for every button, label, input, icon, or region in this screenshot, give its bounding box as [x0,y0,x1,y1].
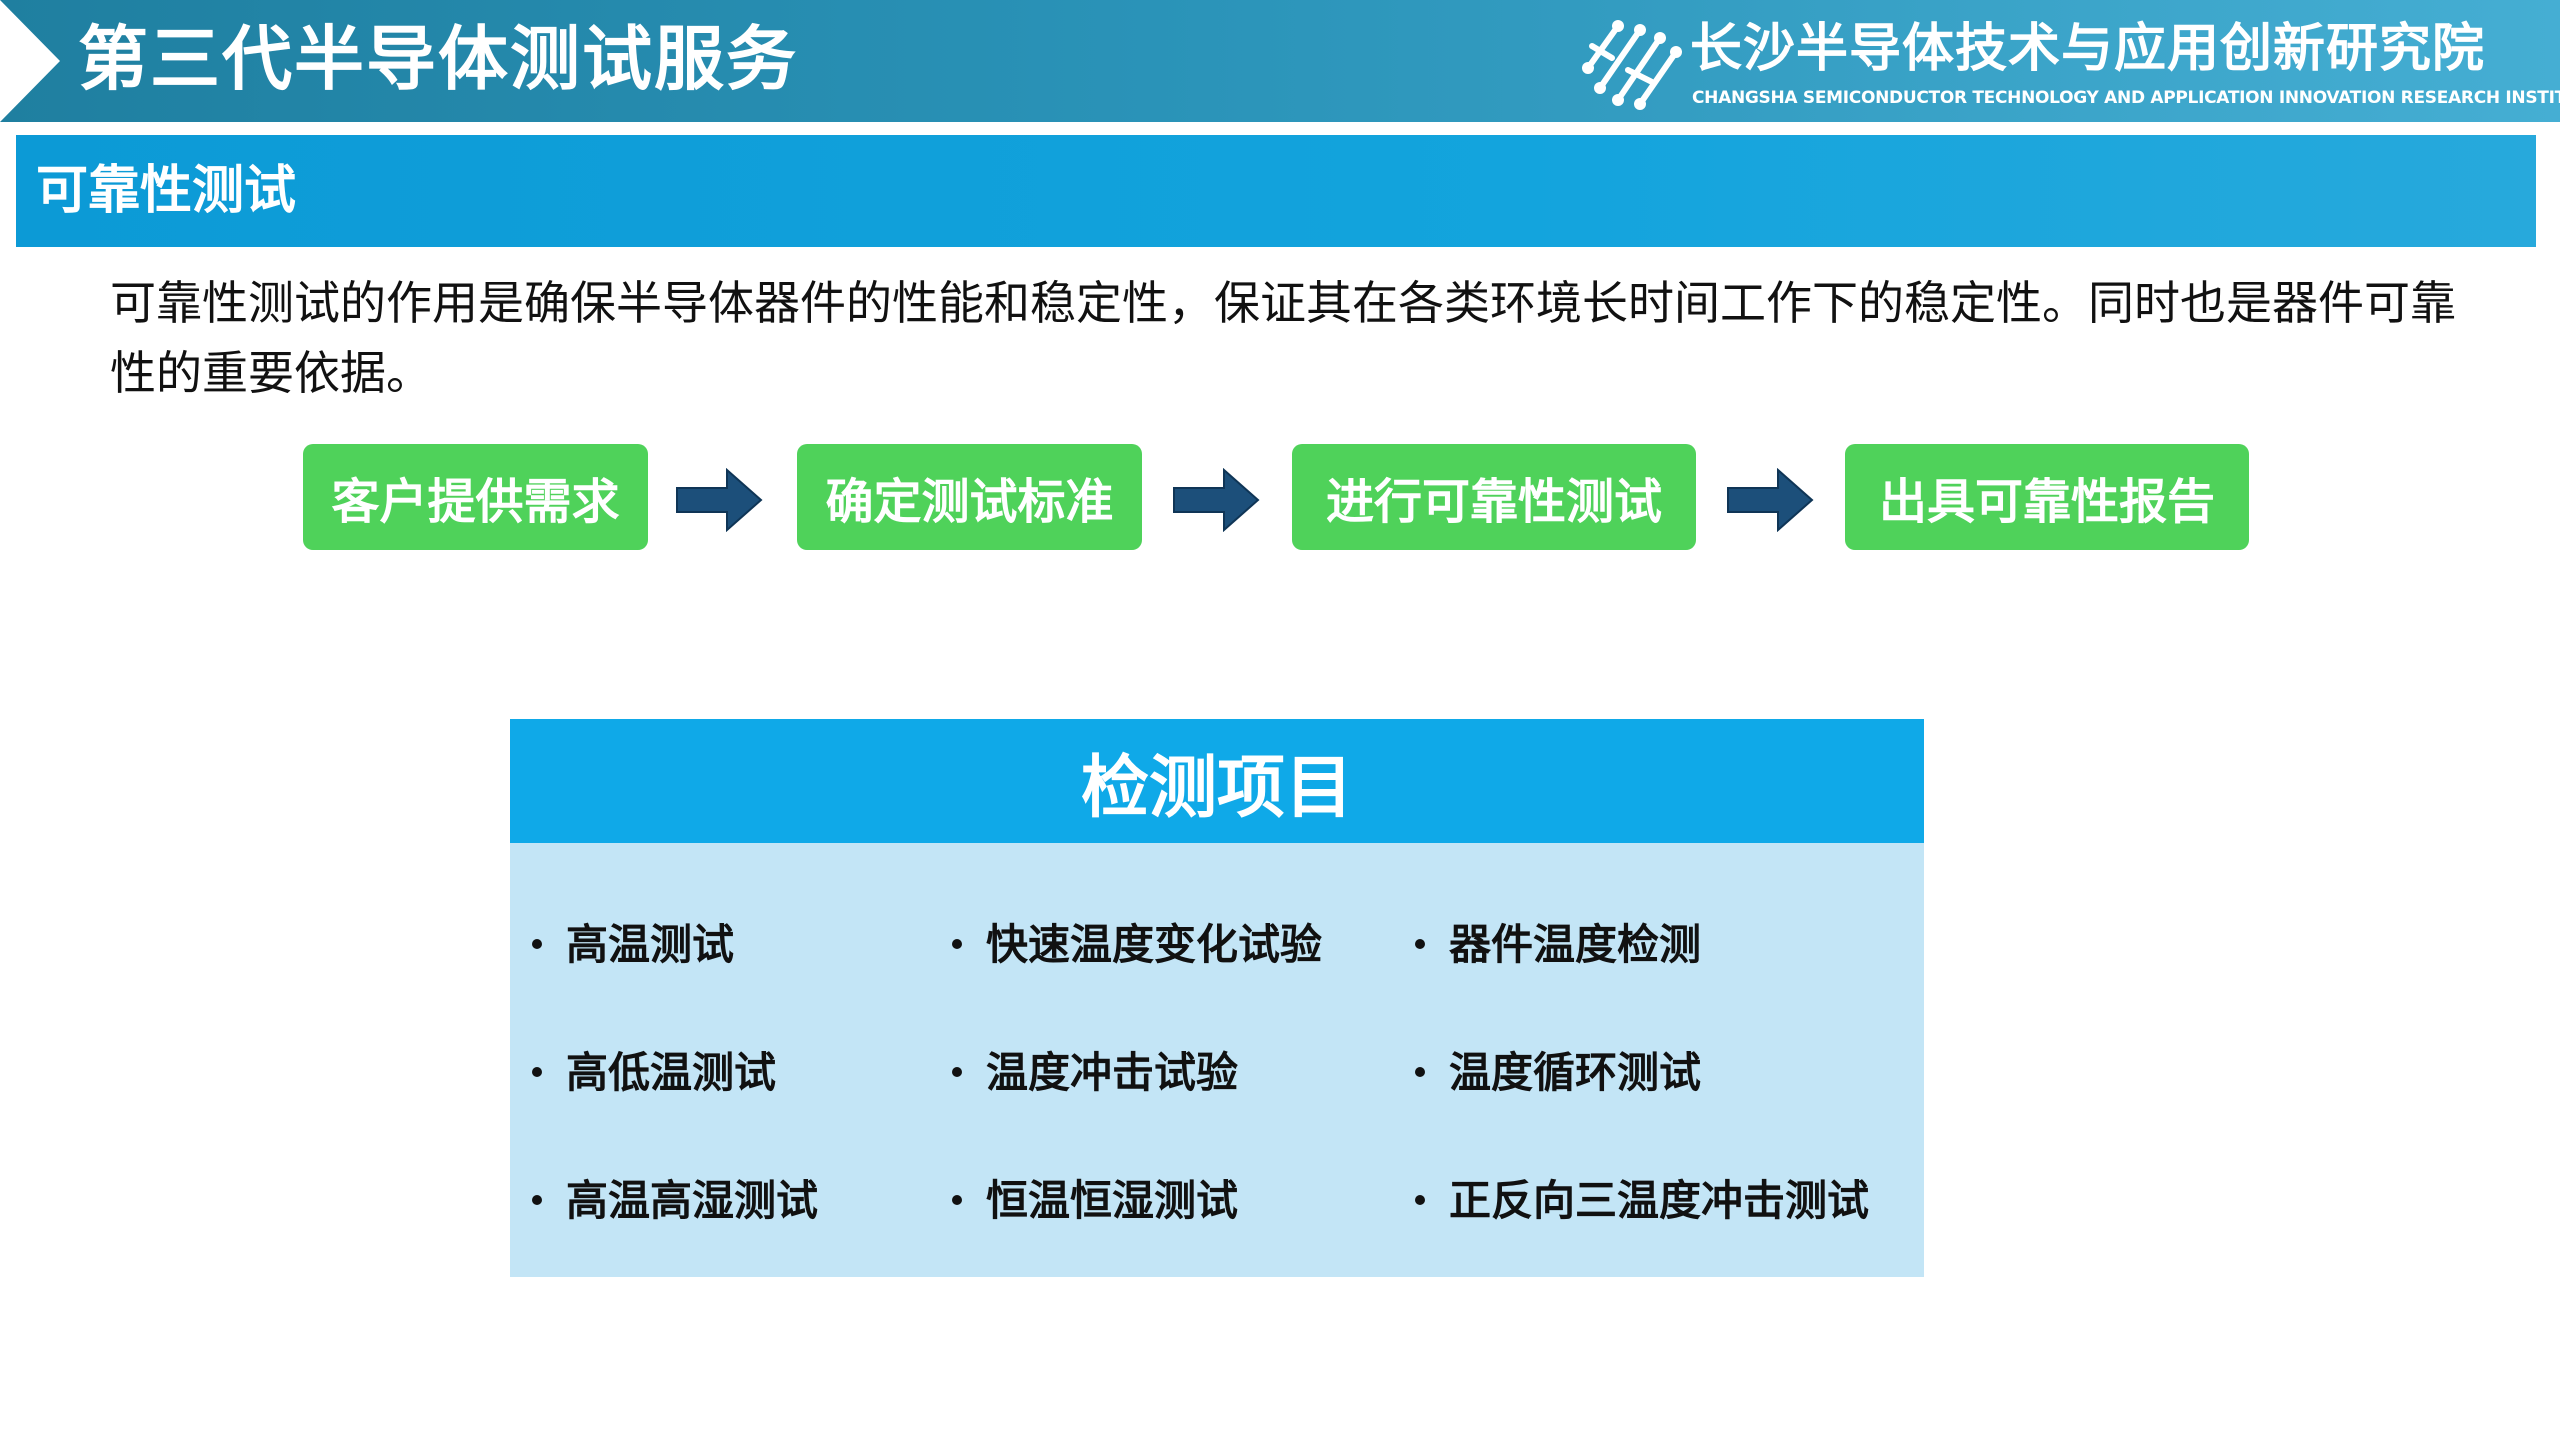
institute-logo: 长沙半导体技术与应用创新研究院 CHANGSHA SEMICONDUCTOR T… [1578,8,2560,114]
inspection-item: 恒温恒湿测试 [952,1173,1238,1229]
bullet-icon [1415,938,1425,949]
circuit-logo-icon [1582,20,1682,110]
bullet-icon [532,938,542,949]
bullet-icon [952,1066,962,1077]
right-arrow-icon [676,468,763,532]
inspection-item: 器件温度检测 [1415,917,1701,973]
inspection-panel: 高温测试 快速温度变化试验 器件温度检测 高低温测试 温度冲击试验 温度循环测试… [510,843,1924,1277]
bullet-icon [1415,1066,1425,1077]
bullet-icon [532,1066,542,1077]
bullet-icon [532,1194,542,1205]
bullet-icon [952,938,962,949]
inspection-item: 快速温度变化试验 [952,917,1322,973]
section-title: 可靠性测试 [36,161,297,221]
institute-name-en: CHANGSHA SEMICONDUCTOR TECHNOLOGY AND AP… [1692,88,2560,108]
inspection-item: 高温高湿测试 [532,1173,818,1229]
process-step-1: 客户提供需求 [303,444,648,550]
page-header: 第三代半导体测试服务 长沙半导体技术与应用创新研究院 [0,0,2560,122]
inspection-item: 温度循环测试 [1415,1045,1701,1101]
intro-paragraph: 可靠性测试的作用是确保半导体器件的性能和稳定性，保证其在各类环境长时间工作下的稳… [110,276,2456,400]
inspection-panel-title: 检测项目 [510,719,1924,843]
inspection-item: 高温测试 [532,917,734,973]
institute-name-cn: 长沙半导体技术与应用创新研究院 [1690,19,2486,79]
right-arrow-icon [1173,468,1260,532]
inspection-item: 高低温测试 [532,1045,776,1101]
page-title: 第三代半导体测试服务 [78,18,798,100]
process-step-2: 确定测试标准 [797,444,1142,550]
inspection-item: 正反向三温度冲击测试 [1415,1173,1869,1229]
bullet-icon [952,1194,962,1205]
process-step-4: 出具可靠性报告 [1845,444,2249,550]
right-arrow-icon [1727,468,1814,532]
process-step-3: 进行可靠性测试 [1292,444,1696,550]
bullet-icon [1415,1194,1425,1205]
header-chevron [0,0,60,122]
inspection-item: 温度冲击试验 [952,1045,1238,1101]
section-bar: 可靠性测试 [16,135,2536,247]
